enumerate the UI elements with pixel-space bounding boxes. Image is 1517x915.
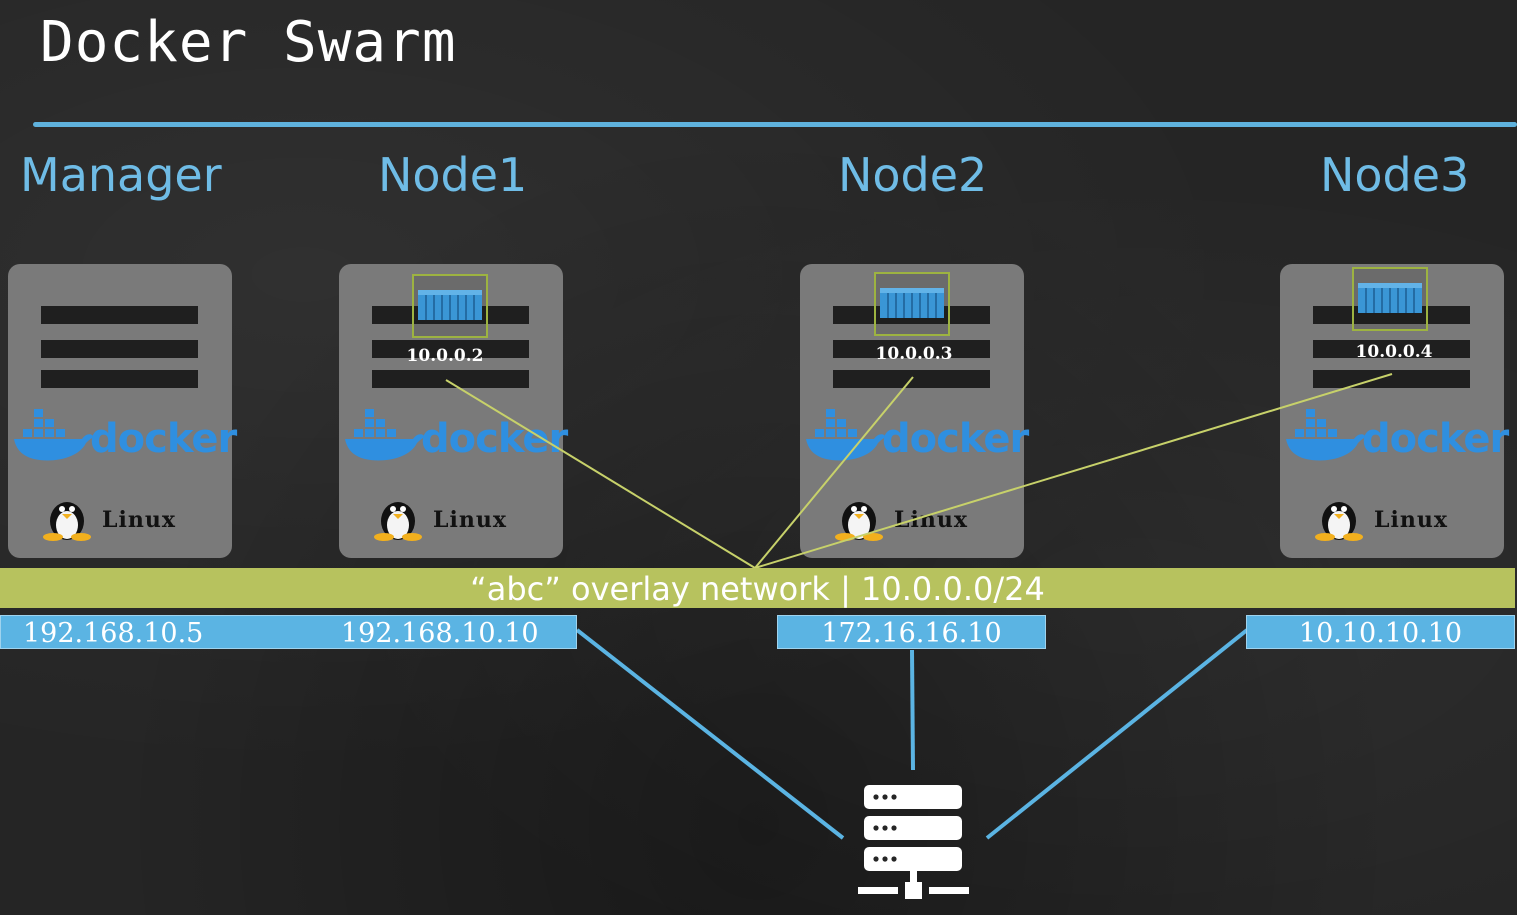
docker-logo-text: docker	[90, 416, 237, 462]
container-ip-label: 10.0.0.2	[406, 346, 484, 366]
server-node1: 10.0.0.2 docker Linux	[339, 264, 568, 558]
linux-label: Linux	[433, 507, 507, 533]
container-icon	[1358, 283, 1422, 313]
node-label-node2: Node2	[838, 148, 988, 202]
overlay-link-node3	[754, 373, 1393, 569]
overlay-network-band: “abc” overlay network | 10.0.0.0/24	[0, 568, 1515, 608]
host-ip-node1: 192.168.10.10	[341, 618, 539, 649]
server-rack-bar	[372, 340, 529, 358]
server-manager: docker Linux	[8, 264, 237, 558]
linux-label: Linux	[1374, 507, 1448, 533]
container-icon	[880, 288, 944, 318]
docker-logo-text: docker	[1362, 416, 1509, 462]
server-node3: 10.0.0.4 docker Linux	[1280, 264, 1509, 558]
docker-logo-text: docker	[882, 416, 1029, 462]
container-frame	[1352, 267, 1428, 331]
docker-whale-icon	[14, 409, 94, 461]
node-label-node3: Node3	[1320, 148, 1470, 202]
node-label-node1: Node1	[378, 148, 528, 202]
docker-whale-icon	[345, 409, 425, 461]
slide-title: Docker Swarm	[40, 10, 457, 75]
title-underline	[33, 122, 1517, 127]
tux-penguin-icon	[374, 502, 422, 541]
linux-label: Linux	[894, 507, 968, 533]
host-ip-box-node2: 172.16.16.10	[777, 615, 1046, 649]
container-frame	[874, 272, 950, 336]
node-label-manager: Manager	[20, 148, 222, 202]
tux-penguin-icon	[1315, 502, 1363, 541]
network-link-node1	[575, 628, 845, 840]
container-ip-label: 10.0.0.4	[1355, 342, 1433, 362]
server-rack-bar	[372, 370, 529, 388]
docker-whale-icon	[806, 409, 886, 461]
host-ip-manager: 192.168.10.5	[23, 618, 204, 649]
server-rack-bar	[1313, 370, 1470, 388]
host-ip-box-node1: 192.168.10.5 192.168.10.10	[0, 615, 577, 649]
container-icon	[418, 290, 482, 320]
host-ip-box-node3: 10.10.10.10	[1246, 615, 1515, 649]
server-rack-bar	[41, 306, 198, 324]
linux-label: Linux	[102, 507, 176, 533]
container-frame	[412, 274, 488, 338]
overlay-link-node1	[445, 379, 756, 569]
server-rack-bar	[41, 370, 198, 388]
tux-penguin-icon	[835, 502, 883, 541]
network-server-icon	[858, 785, 969, 899]
tux-penguin-icon	[43, 502, 91, 541]
server-rack-bar	[41, 340, 198, 358]
network-link-node2	[910, 649, 915, 771]
network-link-node3	[985, 628, 1249, 840]
container-ip-label: 10.0.0.3	[875, 344, 953, 364]
server-rack-bar	[833, 340, 990, 358]
server-node2: 10.0.0.3 docker Linux	[800, 264, 1029, 558]
docker-whale-icon	[1286, 409, 1366, 461]
overlay-link-node2	[754, 376, 914, 569]
server-rack-bar	[1313, 340, 1470, 358]
